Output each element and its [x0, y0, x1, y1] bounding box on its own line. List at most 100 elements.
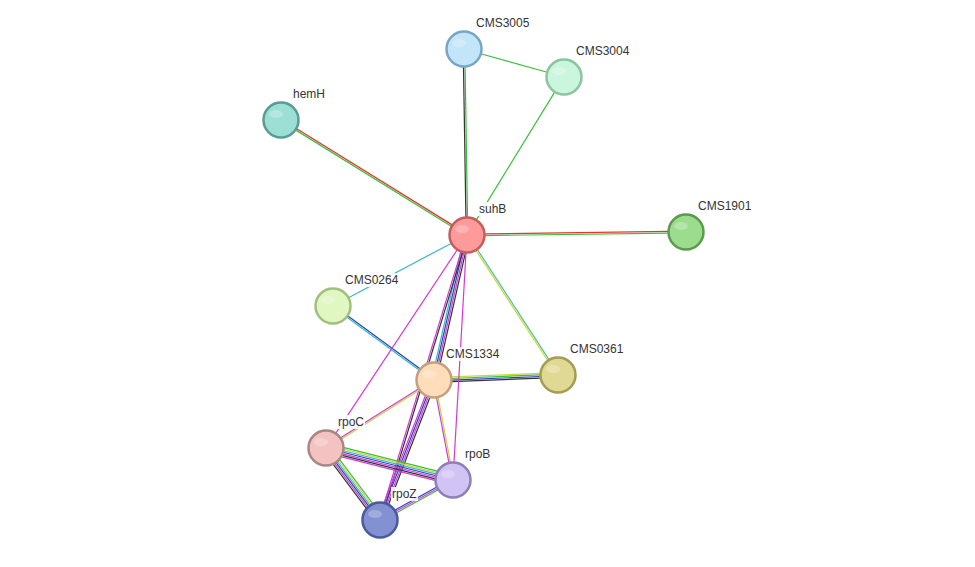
evidence-line: [436, 397, 448, 463]
evidence-line: [342, 455, 435, 478]
evidence-line: [296, 129, 452, 226]
node-circle: [434, 461, 472, 499]
evidence-line: [477, 249, 549, 360]
interaction-edge: [342, 448, 437, 481]
evidence-line: [438, 397, 450, 463]
interaction-edge: [481, 54, 547, 73]
node-label: rpoB: [464, 447, 491, 461]
evidence-line: [343, 452, 436, 475]
evidence-line: [481, 54, 547, 73]
node-highlight: [674, 222, 688, 230]
evidence-line: [384, 395, 425, 502]
protein-node: hemH: [262, 101, 300, 139]
node-label: rpoC: [337, 415, 365, 429]
node-label: CMS0264: [344, 273, 399, 287]
node-highlight: [552, 67, 566, 75]
interaction-edge: [451, 373, 540, 381]
interaction-edge: [463, 66, 467, 217]
evidence-line: [386, 396, 427, 503]
node-highlight: [441, 470, 455, 478]
node-highlight: [269, 110, 283, 118]
evidence-line: [340, 460, 373, 504]
evidence-line: [343, 454, 436, 477]
interaction-edge: [384, 395, 430, 504]
node-highlight: [314, 438, 328, 446]
node-label: CMS0361: [569, 342, 624, 356]
node-circle: [361, 501, 399, 539]
node-highlight: [368, 510, 382, 518]
node-highlight: [452, 39, 466, 47]
node-circle-shape: [417, 363, 452, 398]
interaction-edge: [295, 129, 452, 227]
protein-node: rpoB: [434, 461, 472, 499]
protein-node: CMS1901: [667, 213, 705, 251]
node-circle: [667, 213, 705, 251]
evidence-line: [337, 462, 370, 506]
protein-node: CMS3005: [445, 30, 483, 68]
interaction-edge: [336, 250, 458, 434]
node-circle: [307, 429, 345, 467]
evidence-line: [476, 92, 555, 220]
node-circle: [262, 101, 300, 139]
interaction-edge: [333, 460, 372, 509]
node-label: CMS3005: [475, 16, 530, 30]
evidence-line: [452, 378, 541, 382]
interaction-edge: [348, 243, 451, 298]
protein-node: CMS0264: [314, 287, 352, 325]
protein-node: suhB: [448, 216, 486, 254]
protein-node: rpoZ: [361, 501, 399, 539]
evidence-line: [336, 250, 458, 434]
node-circle-shape: [436, 463, 471, 498]
node-highlight: [422, 370, 436, 378]
evidence-line: [333, 464, 366, 508]
node-highlight: [455, 225, 469, 233]
evidence-line: [389, 397, 430, 504]
evidence-line: [348, 243, 451, 298]
node-circle: [539, 356, 577, 394]
node-circle: [545, 58, 583, 96]
node-label: suhB: [478, 202, 507, 216]
evidence-line: [387, 397, 428, 504]
interaction-edge: [340, 389, 419, 440]
node-circle: [448, 216, 486, 254]
evidence-line: [476, 250, 548, 361]
node-highlight: [321, 296, 335, 304]
evidence-line: [336, 462, 369, 506]
node-circle-shape: [363, 503, 398, 538]
node-circle: [415, 361, 453, 399]
protein-node: CMS3004: [545, 58, 583, 96]
evidence-line: [338, 461, 371, 505]
node-circle: [314, 287, 352, 325]
evidence-line: [295, 130, 451, 227]
node-label: CMS1334: [445, 347, 500, 361]
evidence-line: [485, 233, 669, 236]
node-label: rpoZ: [391, 487, 418, 501]
interaction-edge: [476, 92, 555, 220]
protein-node: rpoC: [307, 429, 345, 467]
node-circle-shape: [541, 358, 576, 393]
node-circle-shape: [669, 215, 704, 250]
node-label: hemH: [292, 87, 326, 101]
evidence-line: [342, 457, 435, 480]
evidence-line: [335, 463, 368, 507]
protein-node: CMS0361: [539, 356, 577, 394]
node-circle-shape: [316, 289, 351, 324]
interaction-edge: [476, 249, 549, 361]
node-label: CMS3004: [575, 44, 630, 58]
node-circle-shape: [264, 103, 299, 138]
evidence-line: [436, 252, 461, 363]
evidence-line: [343, 451, 436, 474]
node-circle-shape: [309, 431, 344, 466]
protein-node: CMS1334: [415, 361, 453, 399]
interaction-edge: [436, 397, 450, 463]
evidence-line: [340, 389, 418, 438]
node-circle-shape: [450, 218, 485, 253]
node-label: CMS1901: [697, 199, 752, 213]
node-circle-shape: [447, 32, 482, 67]
node-circle: [445, 30, 483, 68]
node-highlight: [546, 365, 560, 373]
interaction-edge: [484, 231, 668, 235]
evidence-line: [463, 67, 465, 218]
